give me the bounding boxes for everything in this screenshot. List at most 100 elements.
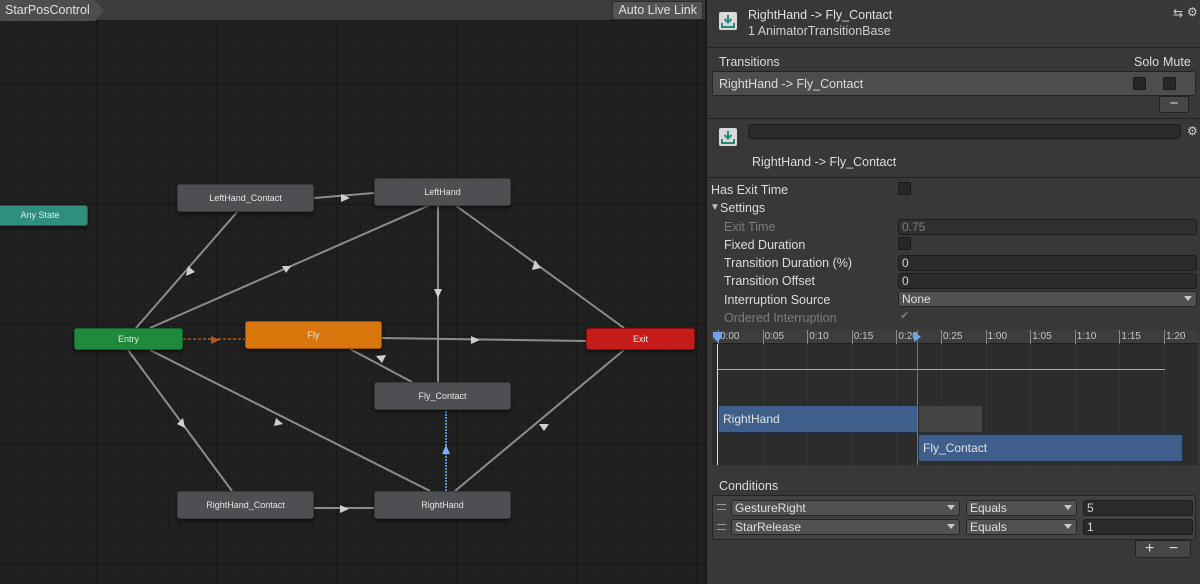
state-entry[interactable]: Entry (74, 328, 183, 350)
timeline-tick-label: 0:20 (898, 331, 918, 342)
transition-offset-field[interactable]: 0 (898, 273, 1197, 289)
add-condition-button[interactable]: + (1145, 540, 1155, 557)
fixed-duration-checkbox[interactable] (898, 237, 911, 250)
timeline-tick (1030, 330, 1032, 344)
source-clip[interactable]: RightHand (718, 405, 918, 433)
arrow-head (274, 418, 283, 426)
state-fly-contact[interactable]: Fly_Contact (374, 382, 511, 410)
ordered-interruption-checkmark-icon[interactable]: ✔ (900, 310, 910, 322)
timeline-tick (896, 330, 898, 344)
settings-foldout[interactable]: Settings (720, 201, 766, 215)
transitions-list: RightHand -> Fly_Contact (712, 71, 1196, 96)
state-lefthand-contact[interactable]: LeftHand_Contact (177, 184, 314, 212)
transition-end-marker[interactable] (917, 330, 918, 465)
timeline-tick (1119, 330, 1121, 344)
interruption-source-label: Interruption Source (724, 293, 831, 307)
edge-fly-exit[interactable] (380, 337, 587, 342)
source-clip-tail (918, 405, 983, 433)
chevron-down-icon (947, 524, 955, 529)
timeline-tick (1164, 330, 1165, 344)
has-exit-time-label: Has Exit Time (711, 183, 789, 197)
timeline-gridline (1030, 344, 1032, 465)
auto-live-link-button[interactable]: Auto Live Link (612, 1, 703, 20)
timeline-tick-label: 1:20 (1166, 331, 1186, 342)
state-righthand-contact[interactable]: RightHand_Contact (177, 491, 314, 519)
condition-parameter: StarRelease (735, 520, 802, 534)
divider (707, 47, 1200, 48)
destination-clip[interactable]: Fly_Contact (918, 434, 1183, 462)
mute-checkbox[interactable] (1163, 77, 1176, 90)
chevron-down-icon (1184, 296, 1192, 301)
state-righthand[interactable]: RightHand (374, 491, 511, 519)
transition-row[interactable] (713, 72, 1195, 95)
timeline-gridline (762, 344, 764, 465)
timeline-gridline (941, 344, 942, 465)
timeline-tick (1074, 330, 1076, 344)
interruption-source-value: None (902, 292, 931, 306)
condition-parameter: GestureRight (735, 501, 806, 515)
timeline-tick (807, 330, 809, 344)
edge-righthand-exit[interactable] (454, 349, 625, 492)
conditions-header: Conditions (719, 479, 779, 493)
state-fly[interactable]: Fly (245, 321, 382, 349)
solo-checkbox[interactable] (1133, 77, 1146, 90)
timeline-tick-label: 1:00 (987, 331, 1008, 342)
end-marker-icon[interactable] (914, 332, 921, 342)
edge-entry-righthand[interactable] (149, 349, 431, 492)
fixed-duration-label: Fixed Duration (724, 238, 806, 252)
graph-toolbar: StarPosControl Auto Live Link (0, 0, 705, 21)
timeline-gridline (851, 344, 853, 465)
timeline-tick-label: 0:25 (943, 331, 963, 342)
transition-duration-field[interactable]: 0 (898, 255, 1197, 271)
arrow-head (282, 266, 291, 273)
start-marker-icon[interactable] (713, 332, 722, 342)
timeline-tick-label: 0:05 (764, 331, 785, 342)
condition-value-field[interactable]: 5 (1083, 500, 1193, 516)
edge-entry-righthandcontact[interactable] (127, 349, 233, 492)
state-exit[interactable]: Exit (586, 328, 695, 350)
condition-parameter-dropdown[interactable]: GestureRight (731, 500, 960, 516)
transition-row-label: RightHand -> Fly_Contact (719, 77, 864, 91)
edge-entry-lefthandcontact[interactable] (135, 210, 239, 329)
state-any-state[interactable]: Any State (0, 205, 88, 226)
edge-flycontact-fly[interactable] (349, 348, 413, 383)
timeline-tick-label: 0:15 (853, 331, 874, 342)
state-lefthand[interactable]: LeftHand (374, 178, 511, 206)
inspector-subtitle: 1 AnimatorTransitionBase (748, 24, 891, 38)
arrow-head (376, 355, 386, 363)
condition-value-field[interactable]: 1 (1083, 519, 1193, 535)
gear-icon[interactable]: ⚙ (1187, 5, 1198, 19)
breadcrumb[interactable]: StarPosControl (0, 0, 104, 21)
arrow-head (532, 260, 541, 270)
playhead[interactable] (717, 344, 718, 465)
interruption-source-dropdown[interactable]: None (898, 291, 1197, 307)
condition-parameter-dropdown[interactable]: StarRelease (731, 519, 960, 535)
arrow-head (434, 289, 442, 298)
condition-mode-dropdown[interactable]: Equals (966, 519, 1077, 535)
condition-mode: Equals (970, 501, 1007, 515)
remove-transition-button[interactable]: − (1159, 96, 1189, 113)
timeline-gridline (985, 344, 987, 465)
animator-graph[interactable]: StarPosControl Auto Live Link LeftHand_C… (0, 0, 705, 584)
preset-icon[interactable]: ⇆ (1173, 6, 1184, 20)
arrow-head (211, 336, 220, 344)
drag-handle-icon[interactable] (717, 524, 726, 530)
drag-handle-icon[interactable] (717, 504, 726, 510)
arrow-head (340, 505, 349, 513)
gear-icon[interactable]: ⚙ (1187, 124, 1198, 138)
chevron-down-icon (947, 505, 955, 510)
exit-time-field[interactable]: 0.75 (898, 219, 1197, 235)
transition-edges (127, 192, 625, 513)
transition-name-input[interactable] (748, 124, 1181, 139)
arrow-head (341, 194, 350, 202)
inspector-title: RightHand -> Fly_Contact (748, 8, 893, 22)
timeline-tick (762, 330, 764, 344)
has-exit-time-checkbox[interactable] (898, 182, 911, 195)
foldout-arrow-icon[interactable]: ▼ (710, 202, 720, 213)
timeline-tick-label: 0:00 (720, 331, 740, 342)
remove-condition-button[interactable]: − (1169, 540, 1179, 557)
divider (707, 118, 1200, 119)
condition-mode-dropdown[interactable]: Equals (966, 500, 1077, 516)
